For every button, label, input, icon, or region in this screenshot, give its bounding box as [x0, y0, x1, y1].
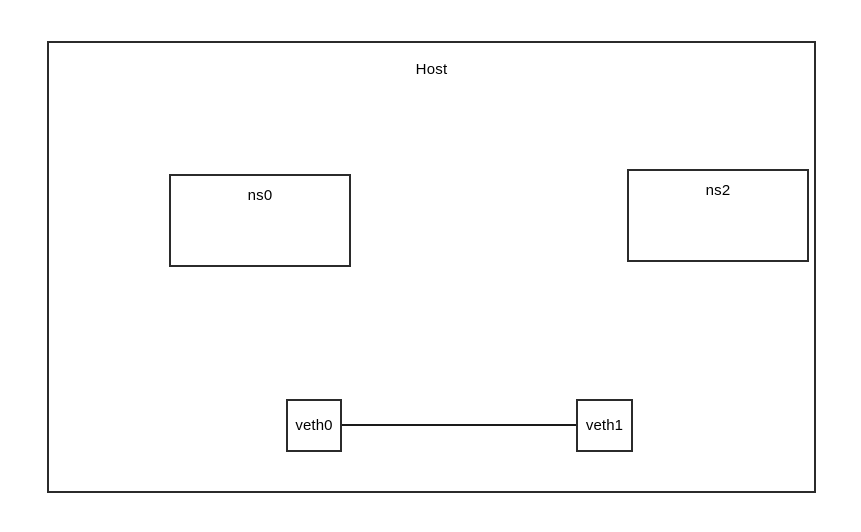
host-container: Host ns0 ns2 veth0 veth1 — [47, 41, 816, 493]
namespace-label-ns0: ns0 — [247, 187, 273, 204]
interface-label-veth1: veth1 — [585, 416, 624, 434]
interface-label-veth0: veth0 — [295, 416, 333, 434]
namespace-box-ns0: ns0 — [169, 174, 351, 267]
veth-pair-link-line — [341, 424, 577, 426]
host-label: Host — [415, 61, 448, 78]
interface-box-veth1: veth1 — [576, 399, 633, 452]
interface-box-veth0: veth0 — [286, 399, 342, 452]
namespace-label-ns2: ns2 — [705, 182, 731, 199]
namespace-box-ns2: ns2 — [627, 169, 809, 262]
